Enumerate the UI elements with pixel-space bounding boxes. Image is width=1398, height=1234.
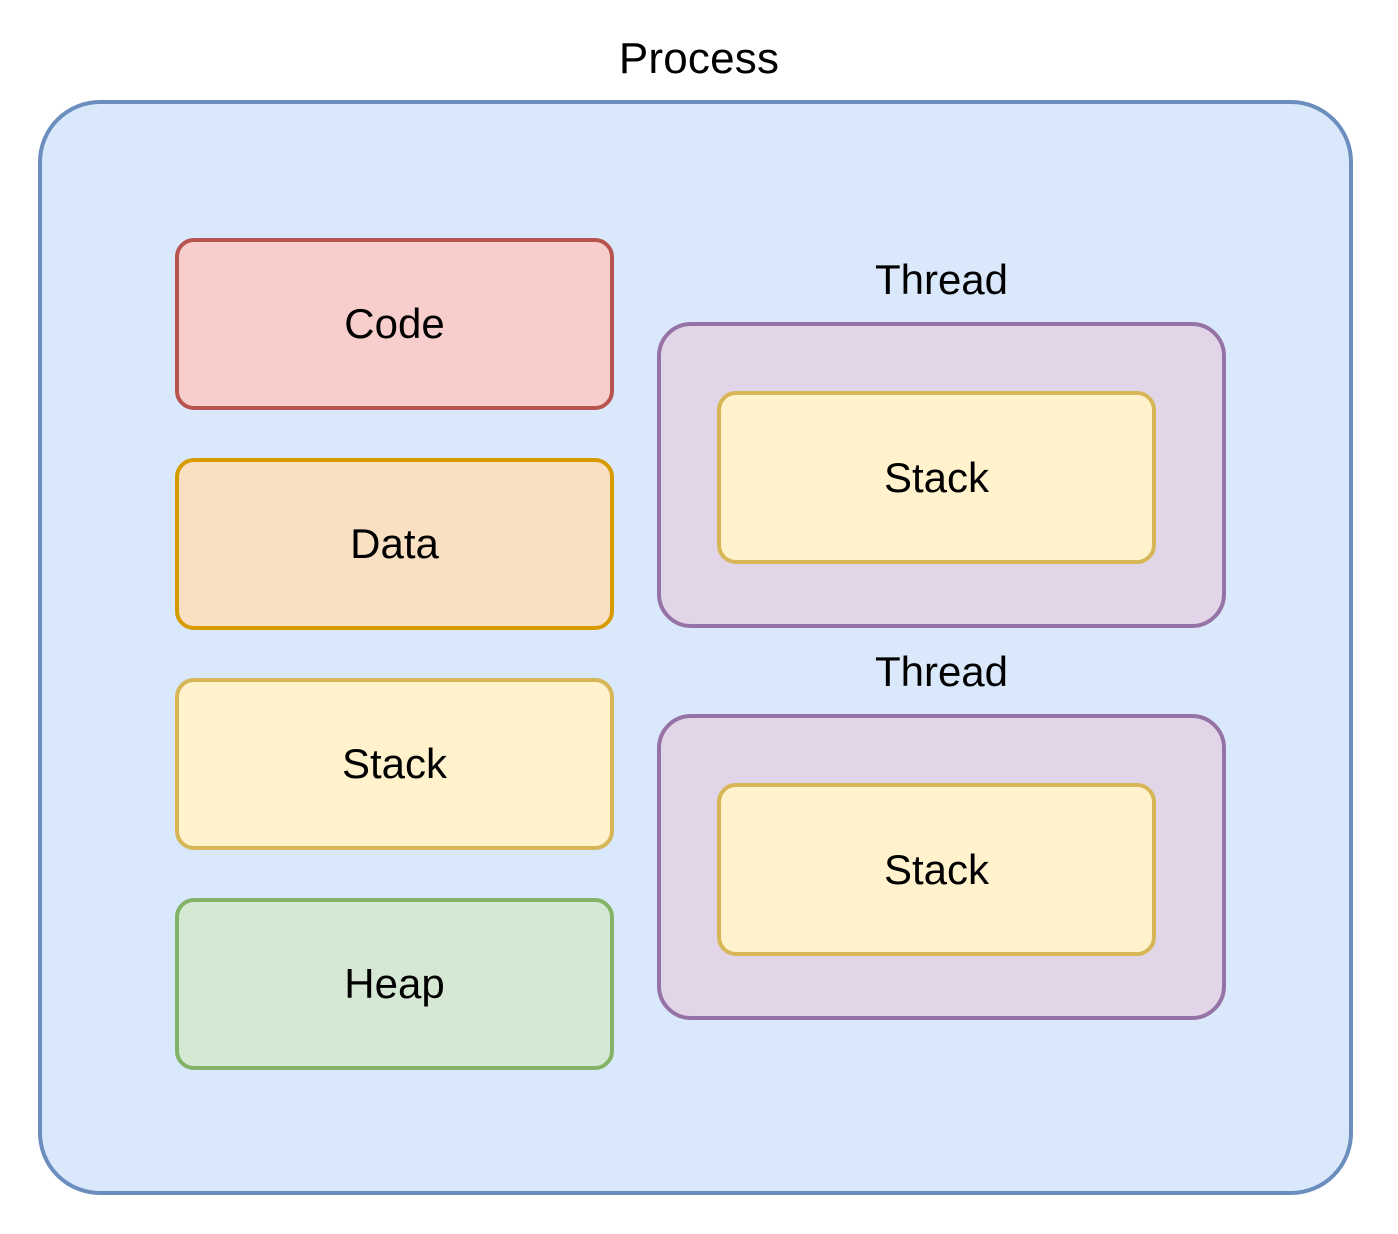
thread-1-label: Thread [874, 256, 1009, 303]
thread-2-container: Stack [657, 714, 1226, 1020]
thread-1-stack-label: Stack [883, 453, 990, 501]
thread-1-stack: Stack [717, 391, 1156, 564]
thread-2-label: Thread [874, 648, 1009, 695]
thread-2-stack: Stack [717, 783, 1156, 956]
segment-data: Data [175, 458, 614, 630]
segment-stack: Stack [175, 678, 614, 850]
segment-heap: Heap [175, 898, 614, 1070]
segment-data-label: Data [350, 520, 439, 567]
thread-2-stack-label: Stack [883, 845, 990, 893]
process-container: Code Data Stack Heap Thread Stack Thread [38, 100, 1353, 1195]
segment-code: Code [175, 238, 614, 410]
thread-1-container: Stack [657, 322, 1226, 628]
segment-stack-label: Stack [341, 740, 448, 787]
segment-heap-label: Heap [344, 960, 445, 1007]
page-title: Process [618, 34, 780, 83]
segment-code-label: Code [344, 300, 445, 347]
